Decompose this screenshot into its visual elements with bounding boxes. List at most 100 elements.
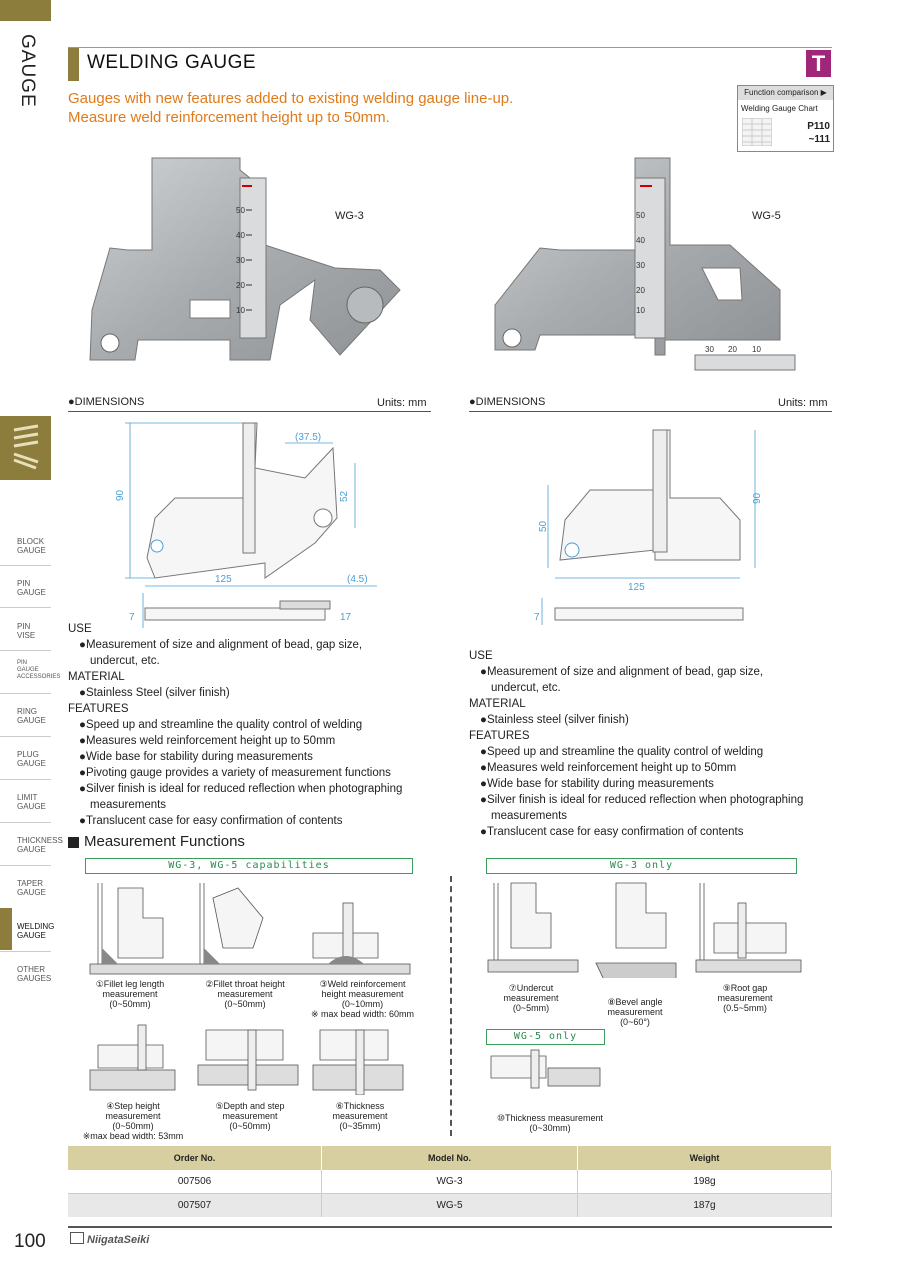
table-row: 007506 WG-3 198g [68,1170,833,1194]
brand-name: NiigataSeiki [87,1234,150,1246]
function-7-label: ⑦Undercut measurement (0~5mm) [503,983,559,1013]
sidebar-item-block-gauge[interactable]: BLOCK GAUGE [0,537,60,555]
svg-text:30: 30 [705,345,714,354]
dim-width: 125 [628,582,645,593]
wg5-dimension-drawing: 50 90 125 7 [534,429,763,625]
illustration-wg5-only [490,1049,601,1089]
active-indicator [0,908,12,950]
wg3-units: Units: mm [377,397,427,409]
subtitle: Gauges with new features added to existi… [68,89,513,127]
svg-text:20: 20 [636,286,645,295]
illustrations-row-2 [89,1024,404,1095]
function-10-label: ⑩Thickness measurement (0~30mm) [496,1113,604,1133]
dim-left: 50 [538,520,549,532]
use-text-cont: undercut, etc. [90,655,160,667]
wg3-photo-label: WG-3 [335,210,364,222]
wg3-specs: USE ●Measurement of size and alignment o… [68,621,438,829]
model-no-cell: WG-3 [321,1170,578,1194]
section-square-icon [68,837,79,848]
feature-item: ●Wide base for stability during measurem… [480,778,714,790]
function-3-label: ③Weld reinforcement height measurement (… [310,979,415,1019]
use-text-cont: undercut, etc. [491,682,561,694]
function-comparison-label: Function comparison ▶ [738,86,833,100]
sidebar-item-other-gauges[interactable]: OTHER GAUGES [0,965,60,983]
divider [0,822,51,823]
use-heading: USE [469,650,493,662]
svg-text:20: 20 [236,281,245,290]
sidebar-item-taper-gauge[interactable]: TAPER GAUGE [0,879,60,897]
page-reference: P110 ~111 [807,120,830,146]
feature-item: ●Translucent case for easy confirmation … [79,815,343,827]
function-comparison-link[interactable]: Function comparison ▶ Welding Gauge Char… [737,85,834,152]
category-badge: T [806,50,831,77]
sidebar-item-ring-gauge[interactable]: RING GAUGE [0,707,60,725]
dim-thick: 7 [534,612,540,623]
model-no-cell: WG-5 [321,1193,578,1217]
sidebar-item-label: WELDING GAUGE [17,922,55,940]
sidebar-item-label: THICKNESS GAUGE [17,836,63,854]
sidebar-item-label: BLOCK GAUGE [17,537,46,555]
sidebar-item-pin-gauge-accessories[interactable]: PIN GAUGE ACCESSORIES [0,660,60,681]
feature-item: ●Measures weld reinforcement height up t… [79,735,336,747]
wg5-photo-label: WG-5 [752,210,781,222]
brand-mark-icon [70,1232,84,1244]
dim-width: 125 [215,574,232,585]
function-8-label: ⑧Bevel angle measurement (0~60°) [607,997,663,1027]
feature-item-cont: measurements [90,799,167,811]
feature-item: ●Speed up and streamline the quality con… [480,746,764,758]
wg5-units: Units: mm [778,397,828,409]
subtitle-line-1: Gauges with new features added to existi… [68,90,514,107]
wg5-specs: USE ●Measurement of size and alignment o… [469,648,839,840]
feature-item: ●Wide base for stability during measurem… [79,751,313,763]
svg-text:30: 30 [236,256,245,265]
col-order-no: Order No. [68,1146,323,1170]
dim-top: (37.5) [295,432,321,443]
features-heading: FEATURES [469,730,530,742]
sidebar-item-limit-gauge[interactable]: LIMIT GAUGE [0,793,60,811]
order-table: Order No. Model No. Weight 007506 WG-3 1… [68,1146,833,1217]
svg-text:30: 30 [636,261,645,270]
capability-wg5-label: WG-5 only [486,1029,605,1045]
section-thumbnail [0,416,51,480]
use-text: ●Measurement of size and alignment of be… [480,666,764,678]
dim-right: 52 [339,490,350,502]
function-9-label: ⑨Root gap measurement (0.5~5mm) [717,983,773,1013]
chart-thumbnail-icon [742,118,772,146]
svg-text:50: 50 [636,211,645,220]
function-6-label: ⑥Thickness measurement (0~35mm) [332,1101,388,1131]
divider [0,607,51,608]
dim-thick1: 7 [129,612,135,623]
sidebar-item-pin-vise[interactable]: PIN VISE [0,622,60,640]
feature-item: ●Measures weld reinforcement height up t… [480,762,737,774]
header-rule [68,47,832,48]
use-text: ●Measurement of size and alignment of be… [79,639,363,651]
divider [0,736,51,737]
section-label: GAUGE [17,34,38,108]
weight-cell: 187g [577,1193,833,1217]
features-heading: FEATURES [68,703,129,715]
divider [450,876,452,1136]
sidebar-item-plug-gauge[interactable]: PLUG GAUGE [0,750,60,768]
feature-item: ●Silver finish is ideal for reduced refl… [480,794,804,806]
feature-item: ●Speed up and streamline the quality con… [79,719,363,731]
function-5-label: ⑤Depth and step measurement (0~50mm) [215,1101,285,1131]
sidebar-item-welding-gauge[interactable]: WELDING GAUGE [0,922,60,940]
sidebar-item-label: LIMIT GAUGE [17,793,46,811]
sidebar-item-thickness-gauge[interactable]: THICKNESS GAUGE [0,836,63,854]
feature-item: ●Pivoting gauge provides a variety of me… [79,767,391,779]
sidebar-item-label: PIN GAUGE ACCESSORIES [17,660,61,680]
col-model-no: Model No. [321,1146,578,1170]
material-heading: MATERIAL [68,671,125,683]
feature-item: ●Translucent case for easy confirmation … [480,826,744,838]
divider [469,411,832,412]
svg-text:10: 10 [236,306,245,315]
sidebar-item-pin-gauge[interactable]: PIN GAUGE [0,579,60,597]
measurement-functions-title: Measurement Functions [84,833,245,850]
feature-item: ●Silver finish is ideal for reduced refl… [79,783,403,795]
page-ref-start: P110 [807,121,830,132]
page-number: 100 [14,1231,46,1252]
divider [0,951,51,952]
order-no-cell: 007506 [68,1170,323,1194]
